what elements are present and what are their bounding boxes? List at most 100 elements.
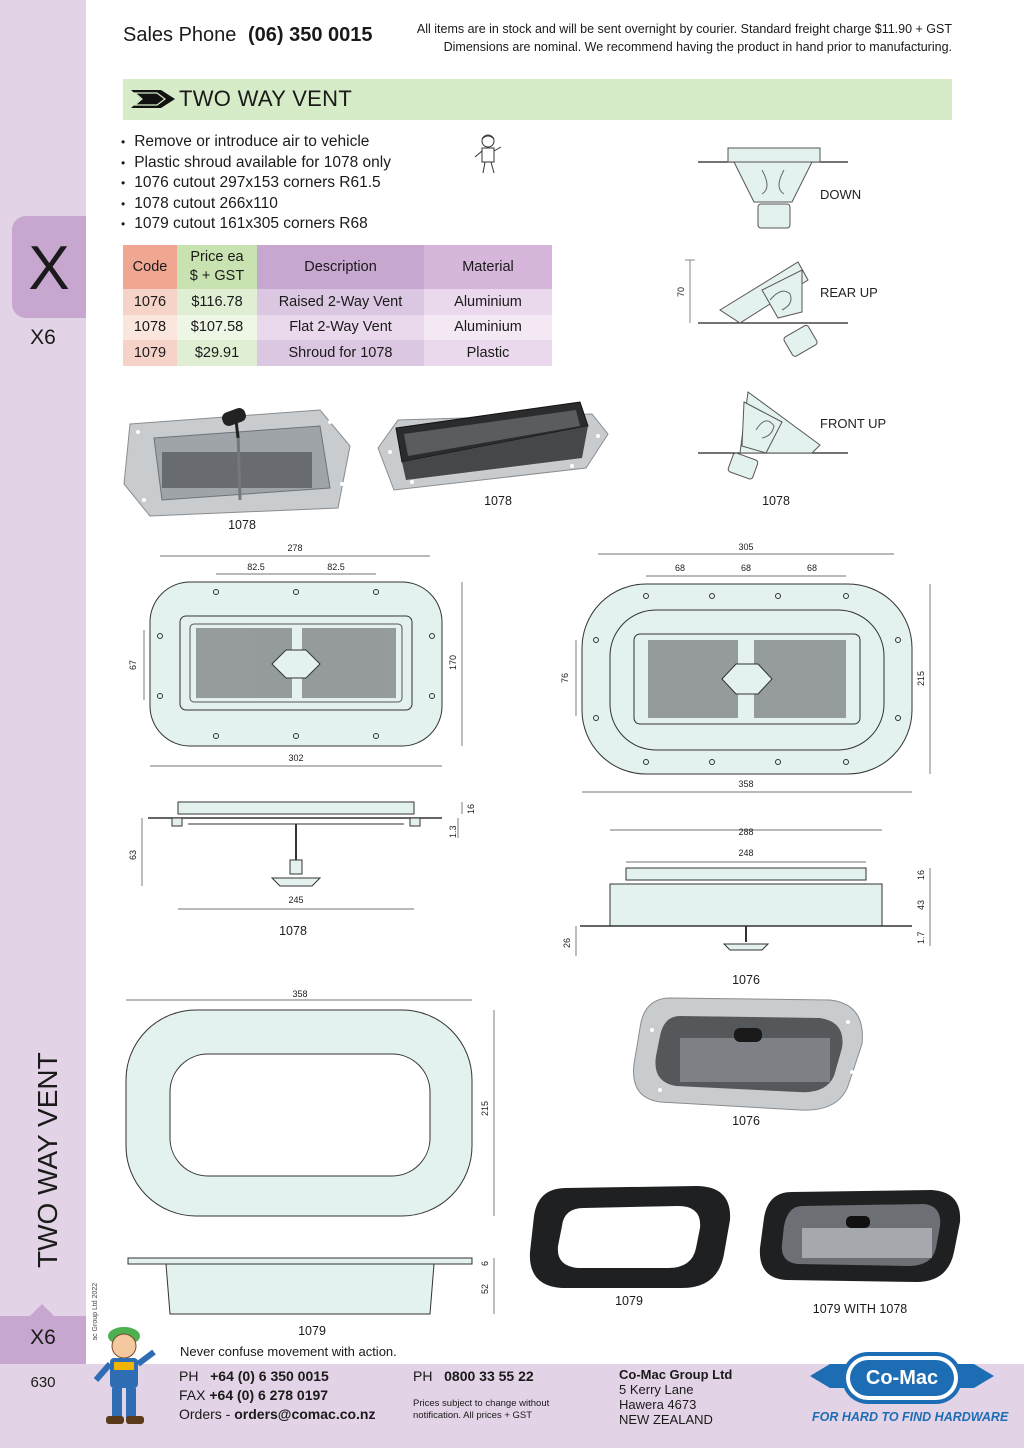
photo-3-caption: 1076 [732,1114,760,1128]
dim-1078-spacing-b: 82.5 [327,562,345,572]
motto: Never confuse movement with action. [180,1344,397,1359]
logo-text: Co-Mac [866,1367,938,1389]
company-name: Co-Mac Group Ltd [619,1367,733,1382]
sales-number[interactable]: (06) 350 0015 [247,24,373,46]
dim-1079-height: 215 [480,1101,490,1116]
fax-number: +64 (0) 6 278 0197 [209,1387,329,1403]
dim-height-70: 70 [676,287,686,297]
dim-1076-spacing-b: 68 [741,563,751,573]
dim-1078-spacing-a: 82.5 [247,562,265,572]
mechanic-mascot-icon [474,134,502,174]
cell-material: Aluminium [424,289,552,315]
table-header-row: Code Price ea $ + GST Description Materi… [123,245,552,289]
price-table: Code Price ea $ + GST Description Materi… [123,245,552,366]
cell-material: Plastic [424,340,552,366]
feature-item: 1076 cutout 297x153 corners R61.5 [121,173,391,194]
vertical-title: TWO WAY VENT [32,1052,63,1268]
cell-material: Aluminium [424,314,552,340]
sales-label: Sales Phone [123,24,237,46]
feature-item: 1078 cutout 266x110 [121,194,391,215]
cell-description: Shroud for 1078 [257,340,424,366]
freephone-line: PH 0800 33 55 22 [413,1368,534,1384]
footer-white-strip [86,1340,786,1364]
dim-1078-flange-h: 16 [466,804,476,814]
dim-1076-height-outer: 215 [916,671,926,686]
freight-line-2: Dimensions are nominal. We recommend hav… [443,40,952,54]
dim-1076-top-w: 288 [738,827,753,837]
dim-1076-spacing-a: 68 [675,563,685,573]
orders-label: Orders - [179,1406,231,1422]
dim-1078-overall: 278 [287,543,302,553]
orientation-front-up: FRONT UP [698,391,886,480]
bottom-tab-code: X6 [30,1326,56,1349]
sales-phone: Sales Phone (06) 350 0015 [123,24,373,47]
address-line-3: NEW ZEALAND [619,1412,713,1427]
dim-1078-height-inner: 67 [128,660,138,670]
table-row: 1079 $29.91 Shroud for 1078 Plastic [123,340,552,366]
feature-item: Remove or introduce air to vehicle [121,132,391,153]
orientation-diagram: DOWN 70 REAR UP FRONT UP [676,147,886,480]
section-letter: X [28,234,70,303]
photo-2-caption: 1078 [484,494,512,508]
dim-1078-knob-depth: 63 [128,850,138,860]
footer-slant [760,1340,802,1364]
fax-line: FAX +64 (0) 6 278 0197 [179,1387,328,1403]
label-rear-up: REAR UP [820,285,878,300]
phone-label: PH [179,1368,199,1384]
fax-label: FAX [179,1387,206,1403]
cell-code: 1076 [123,289,177,315]
orders-email[interactable]: orders@comac.co.nz [234,1406,376,1422]
page-title: TWO WAY VENT [179,86,353,111]
dim-1076-spacing-c: 68 [807,563,817,573]
prices-note: Prices subject to change without notific… [413,1398,549,1422]
company-address: Co-Mac Group Ltd 5 Kerry Lane Hawera 467… [619,1367,732,1427]
dim-1079-depth: 52 [480,1284,490,1294]
dim-1076-h-top: 16 [916,870,926,880]
freight-line-1: All items are in stock and will be sent … [416,22,952,36]
arrow-icon [131,90,175,108]
dim-1076-h-plate: 1.7 [916,931,926,944]
drawing-1076-top: 305 68 68 68 76 215 358 [560,542,931,793]
comac-logo: Co-Mac [810,1352,994,1404]
freephone-label: PH [413,1368,433,1384]
photo-1076 [633,997,863,1111]
photo-5-caption: 1079 WITH 1078 [812,1302,908,1316]
drawing-1078-top: 278 82.5 82.5 67 170 302 [128,543,463,767]
feature-list: Remove or introduce air to vehicle Plast… [121,132,391,235]
mechanic-mascot-icon [93,1327,156,1424]
section-tab [12,216,86,318]
header-description: Description [257,245,424,289]
page-number: 630 [30,1374,56,1391]
header-code: Code [123,245,177,289]
section-code: X6 [30,326,56,349]
prices-note-line-2: notification. All prices + GST [413,1410,533,1421]
orientation-down: DOWN [698,147,861,229]
dim-1076-inner-w: 248 [738,848,753,858]
cell-description: Raised 2-Way Vent [257,289,424,315]
dim-1078-plate-h: 1.3 [448,825,458,838]
freephone-number[interactable]: 0800 33 55 22 [444,1368,534,1384]
header-price: Price ea $ + GST [177,245,257,289]
table-row: 1078 $107.58 Flat 2-Way Vent Aluminium [123,314,552,340]
cell-code: 1079 [123,340,177,366]
cell-price: $107.58 [177,314,257,340]
freight-note: All items are in stock and will be sent … [417,20,952,56]
dim-1076-overall: 305 [738,542,753,552]
dim-1078-height-outer: 170 [448,655,458,670]
header-price-line-2: $ + GST [189,268,245,284]
drawing-1078-side: 63 16 1.3 245 [128,801,476,910]
orientation-rear-up: 70 REAR UP [676,259,878,357]
drawing-1079: 358 215 6 52 [125,989,495,1315]
phone-line: PH +64 (0) 6 350 0015 [179,1368,329,1384]
header-price-line-1: Price ea [190,249,244,265]
drawing-1076-side: 288 248 26 16 43 1.7 [562,827,931,956]
dim-1076-width-outer: 358 [738,779,753,789]
header-material: Material [424,245,552,289]
cell-price: $116.78 [177,289,257,315]
orientation-caption: 1078 [762,494,790,508]
dim-1076-h-body: 43 [916,900,926,910]
bottom-tab [0,1316,86,1364]
phone-number[interactable]: +64 (0) 6 350 0015 [210,1368,329,1384]
drawing-1078-side-caption: 1078 [279,924,307,938]
label-down: DOWN [820,187,861,202]
